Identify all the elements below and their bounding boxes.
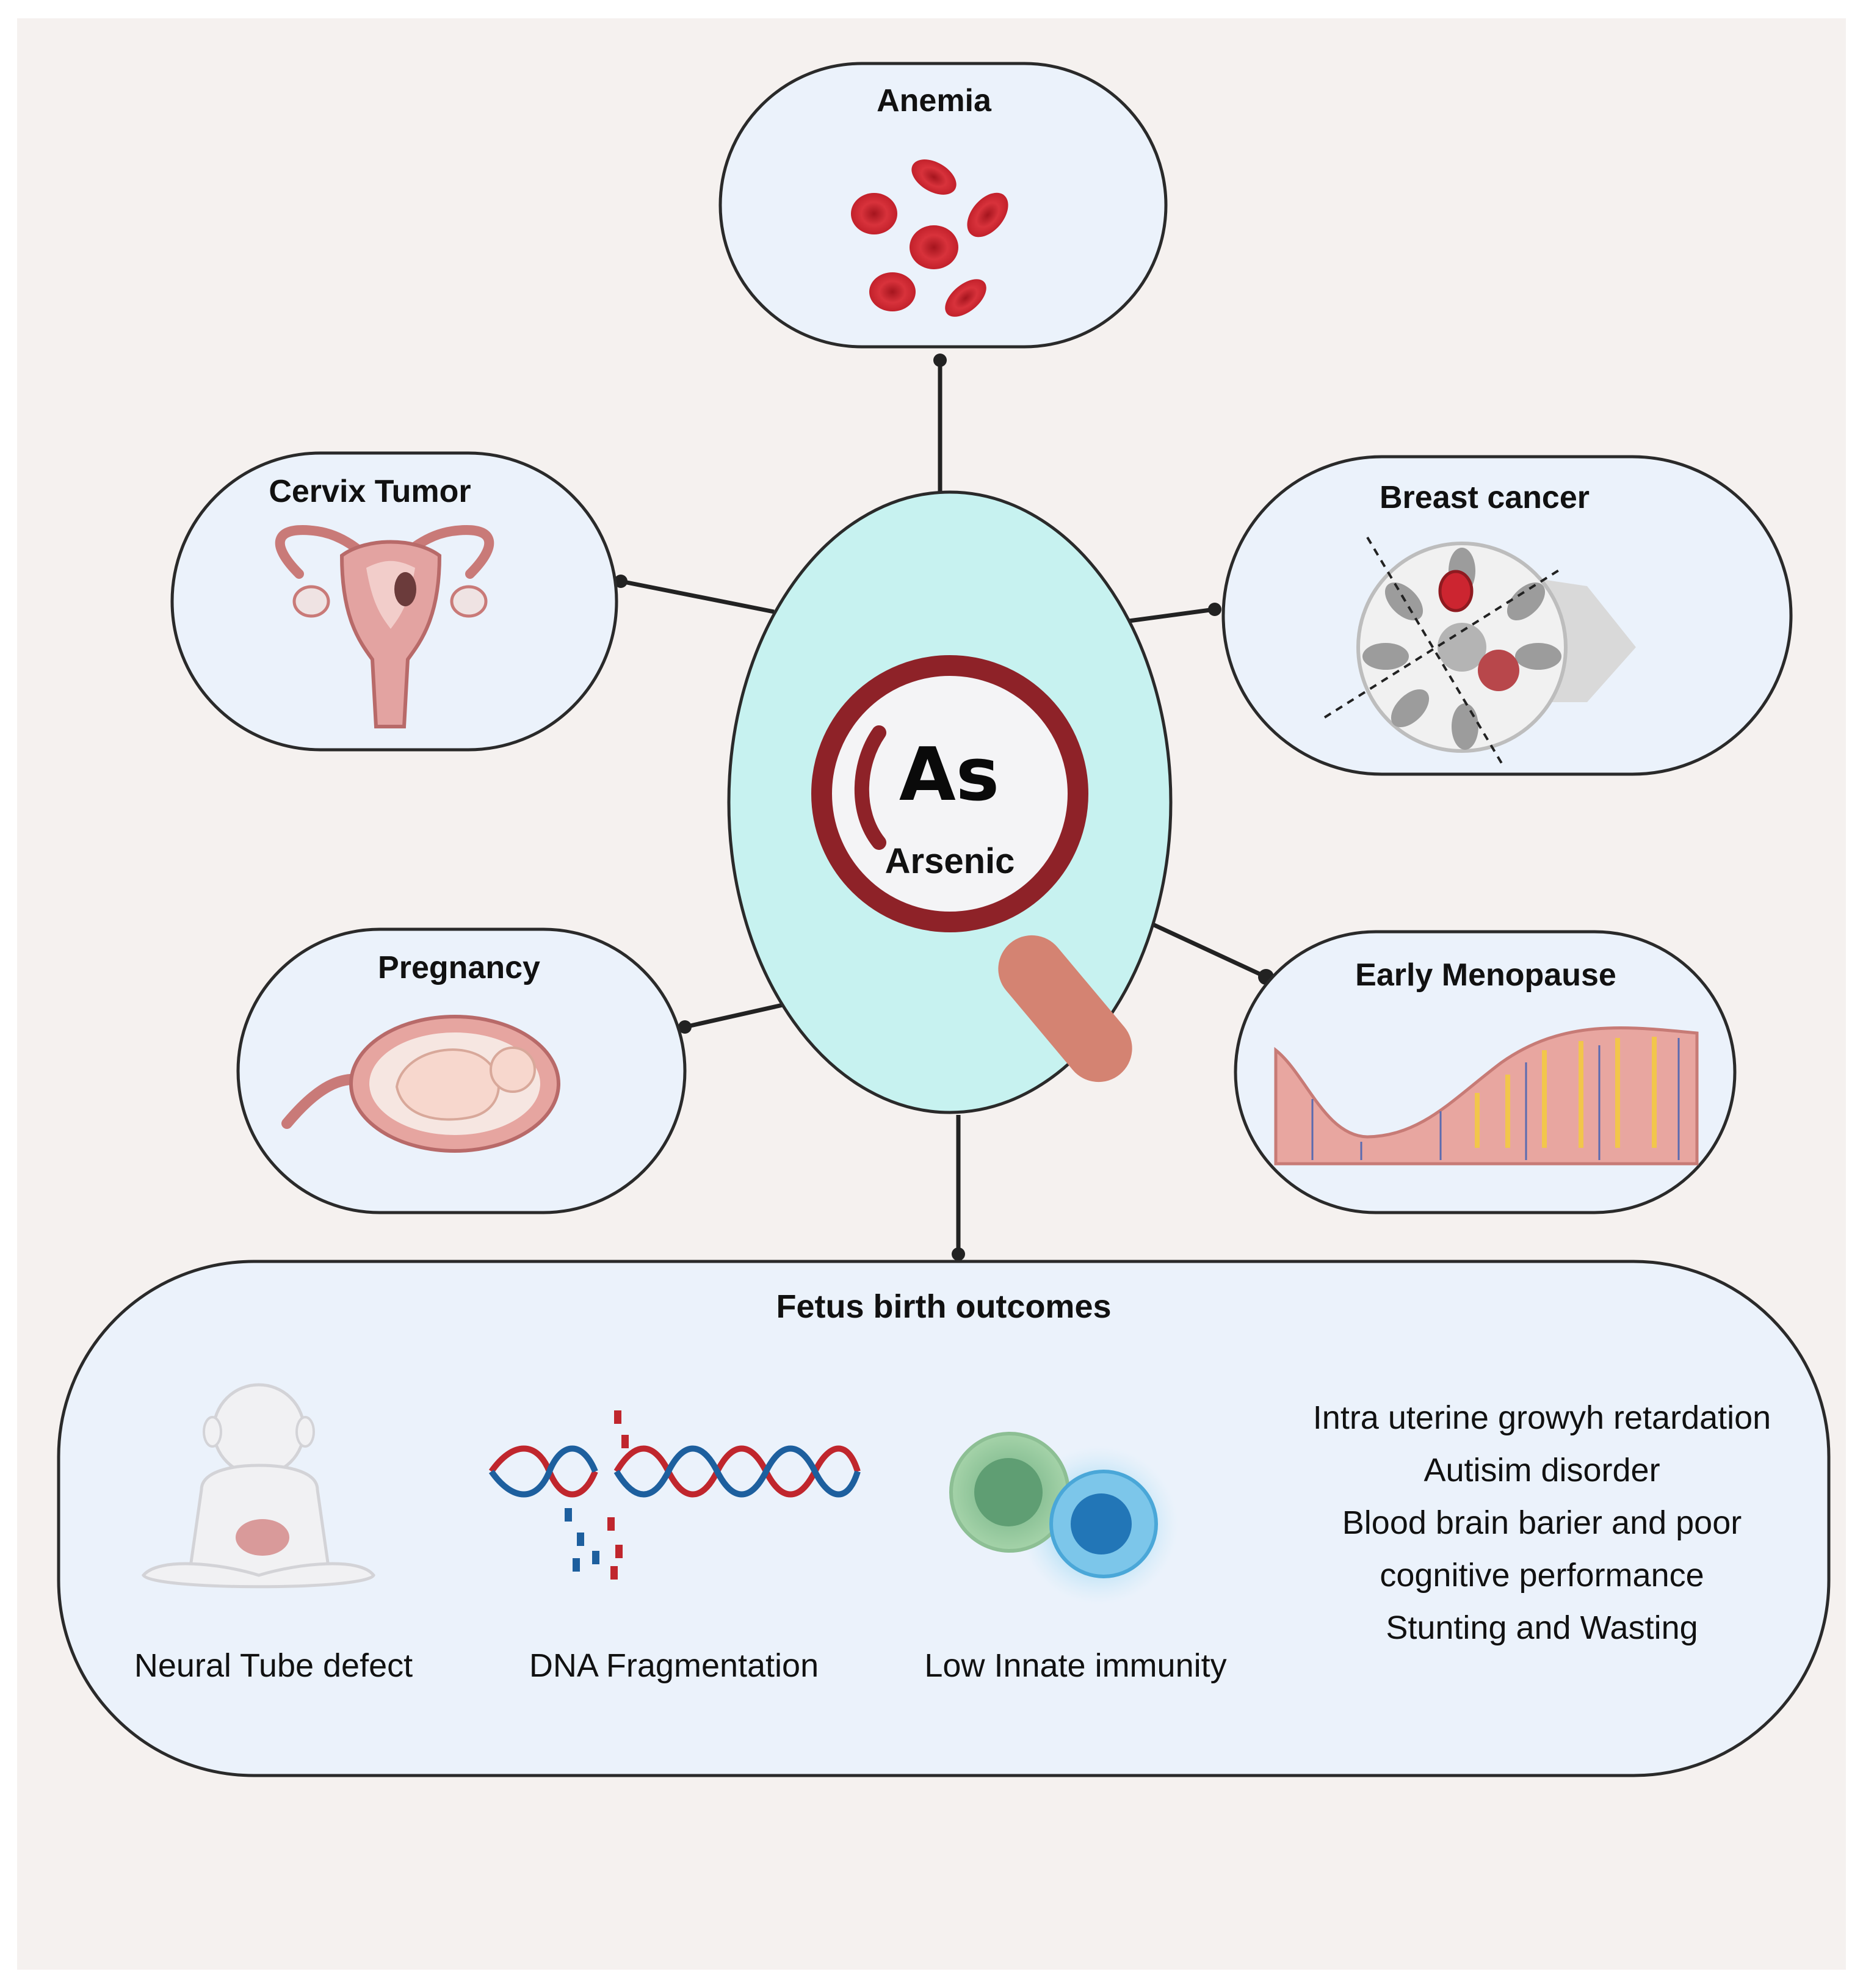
node-pregnancy: Pregnancy bbox=[236, 927, 687, 1214]
fetus-list-item: Stunting and Wasting bbox=[1386, 1609, 1698, 1646]
fetus-item-immunity: Low Innate immunity bbox=[924, 1647, 1226, 1684]
magnifier-icon bbox=[811, 655, 1132, 1083]
fetus-list-item: Autisim disorder bbox=[1423, 1452, 1660, 1489]
breast-cancer-label: Breast cancer bbox=[1380, 480, 1590, 515]
uterus-icon bbox=[275, 525, 494, 728]
center-arsenic: As Arsenic bbox=[727, 490, 1173, 1114]
fetus-list-item: Intra uterine growyh retardation bbox=[1313, 1399, 1771, 1436]
fetus-list-item: cognitive performance bbox=[1380, 1557, 1704, 1594]
dna-fragment-icon bbox=[488, 1410, 861, 1580]
fetus-in-womb-icon bbox=[281, 1015, 560, 1153]
node-early-menopause: Early Menopause bbox=[1234, 930, 1737, 1214]
connector-breast bbox=[1124, 607, 1215, 624]
connectors bbox=[614, 354, 1274, 1261]
arsenic-symbol: As bbox=[899, 733, 999, 818]
fetus-title: Fetus birth outcomes bbox=[776, 1288, 1111, 1325]
anemia-label: Anemia bbox=[877, 83, 992, 118]
connector-cervix bbox=[620, 579, 775, 614]
fetus-outcomes-panel: Fetus birth outcomes Neural Tube defect bbox=[57, 1260, 1831, 1777]
baby-back-icon bbox=[141, 1383, 375, 1589]
early-menopause-label: Early Menopause bbox=[1355, 957, 1616, 993]
fetus-item-dna: DNA Fragmentation bbox=[529, 1647, 819, 1684]
blood-cells-icon bbox=[851, 159, 1008, 317]
pregnancy-label: Pregnancy bbox=[378, 950, 540, 985]
node-cervix-tumor: Cervix Tumor bbox=[170, 451, 618, 752]
endometrium-icon bbox=[1274, 1026, 1699, 1166]
fetus-outcome-list: Intra uterine growyh retardation Autisim… bbox=[1313, 1399, 1771, 1646]
fetus-item-neural-tube: Neural Tube defect bbox=[134, 1647, 413, 1684]
node-breast-cancer: Breast cancer bbox=[1221, 455, 1793, 776]
connector-pregnancy bbox=[684, 1003, 783, 1029]
node-anemia: Anemia bbox=[718, 62, 1168, 349]
fetus-list-item: Blood brain barier and poor bbox=[1342, 1504, 1742, 1541]
breast-cross-section-icon bbox=[1323, 536, 1636, 764]
immune-cells-icon bbox=[949, 1432, 1178, 1605]
arsenic-name: Arsenic bbox=[885, 841, 1015, 881]
cervix-tumor-label: Cervix Tumor bbox=[269, 474, 471, 509]
connector-menopause bbox=[1146, 920, 1267, 979]
